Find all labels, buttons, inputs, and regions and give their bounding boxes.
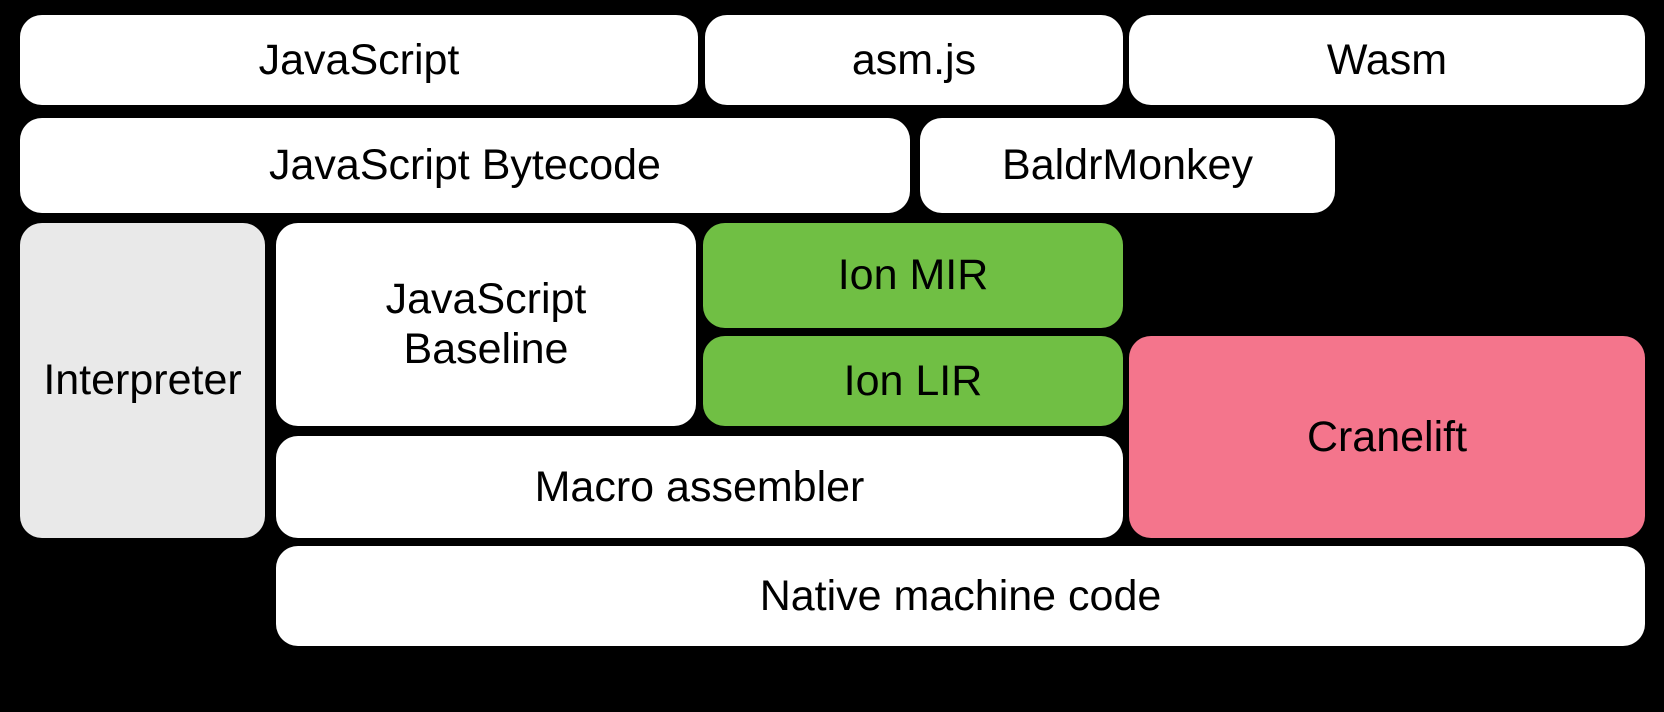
node-interpreter[interactable]: Interpreter [20,223,265,538]
node-wasm[interactable]: Wasm [1129,15,1645,105]
node-macro-assembler[interactable]: Macro assembler [276,436,1123,538]
node-baldrmonkey[interactable]: BaldrMonkey [920,118,1335,213]
node-javascript-baseline[interactable]: JavaScript Baseline [276,223,696,426]
node-javascript[interactable]: JavaScript [20,15,698,105]
node-ion-mir[interactable]: Ion MIR [703,223,1123,328]
node-javascript-bytecode[interactable]: JavaScript Bytecode [20,118,910,213]
node-native-machine-code[interactable]: Native machine code [276,546,1645,646]
node-asm-js[interactable]: asm.js [705,15,1123,105]
node-cranelift[interactable]: Cranelift [1129,336,1645,538]
node-ion-lir[interactable]: Ion LIR [703,336,1123,426]
